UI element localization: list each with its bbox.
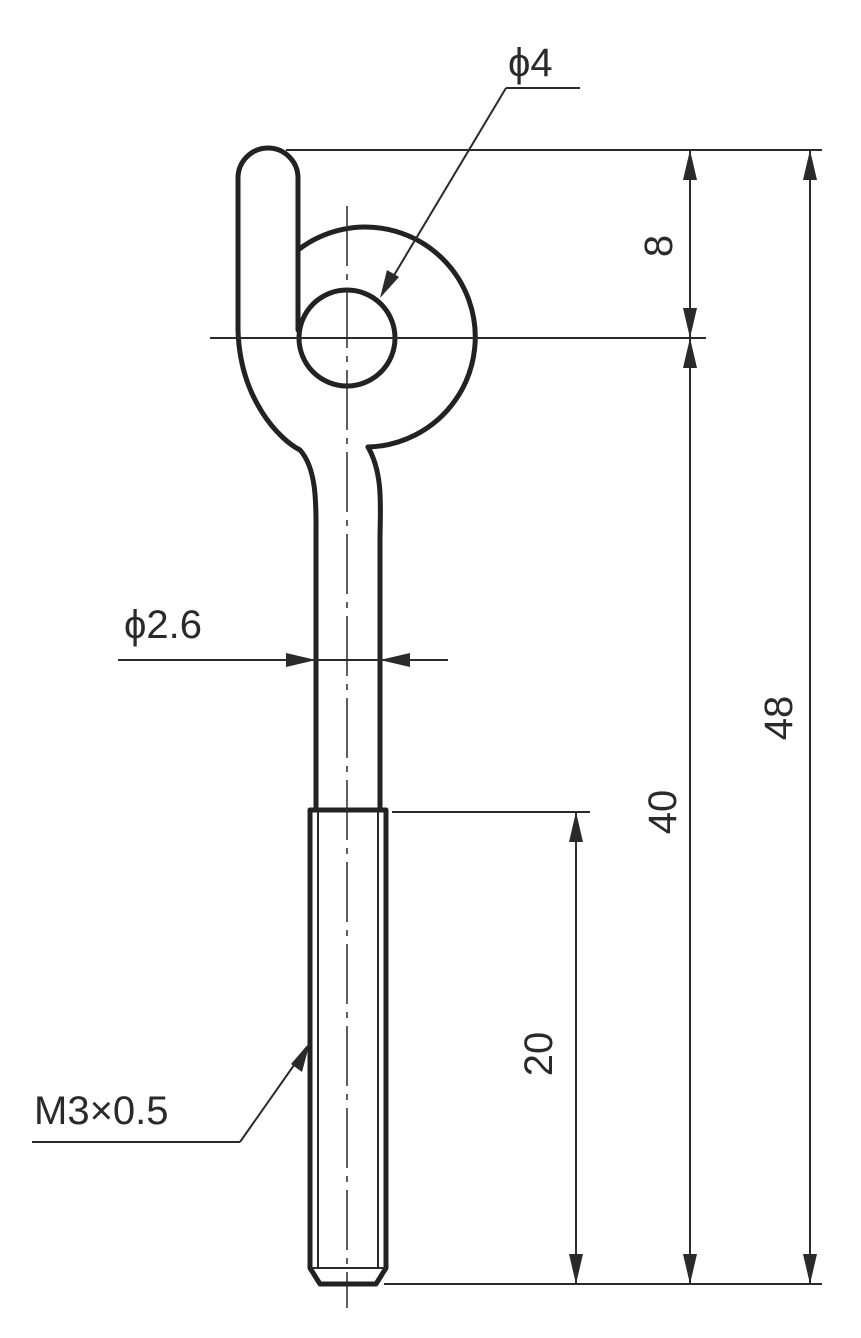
- dimension-8: 8: [637, 150, 697, 338]
- dimension-rod-diameter: ϕ2.6: [118, 603, 448, 667]
- eye-lower-left: [235, 327, 303, 453]
- extension-lines: [286, 149, 822, 1285]
- eye-outer-ring: [295, 224, 478, 450]
- neck-left: [297, 447, 319, 813]
- hook-tail: [235, 145, 301, 333]
- dimension-hole-diameter: ϕ4: [380, 41, 580, 298]
- thread-outline: [307, 807, 389, 1287]
- dim-48-label: 48: [757, 696, 801, 741]
- dimension-20: 20: [517, 812, 583, 1284]
- dimension-48: 48: [757, 150, 817, 1284]
- bolt-outline: [235, 145, 478, 1287]
- center-lines: [210, 206, 468, 1308]
- dimension-thread-spec: M3×0.5: [32, 1042, 310, 1143]
- dim-20-label: 20: [517, 1032, 561, 1077]
- dim-thread-label: M3×0.5: [34, 1089, 169, 1133]
- dim-40-label: 40: [641, 790, 685, 835]
- dimension-40: 40: [641, 338, 697, 1284]
- dim-hole-label: ϕ4: [508, 41, 553, 85]
- dim-rod-label: ϕ2.6: [124, 603, 202, 647]
- dim-8-label: 8: [637, 235, 681, 257]
- neck-right: [365, 444, 383, 813]
